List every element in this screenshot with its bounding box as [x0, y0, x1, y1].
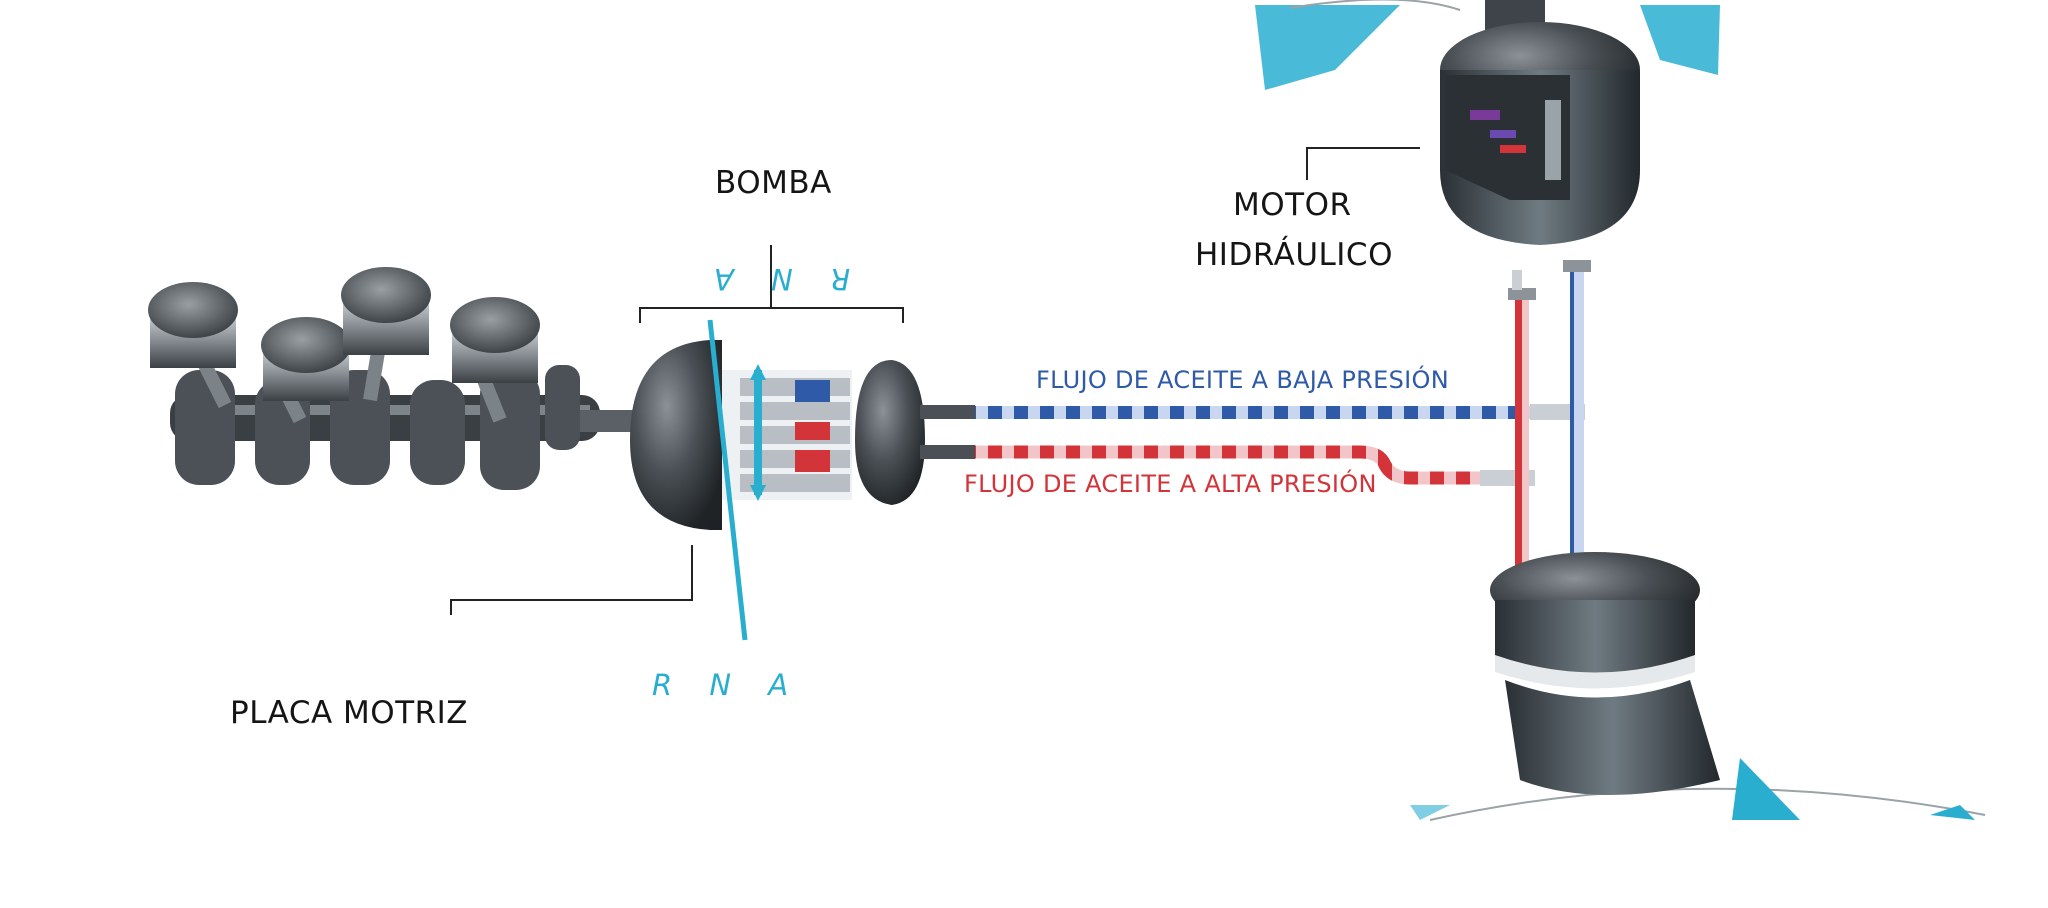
rna-bottom-label: R N A	[652, 668, 803, 702]
swashplate-label: PLACA MOTRIZ	[230, 695, 469, 731]
hydraulic-motor-bottom-icon	[1490, 552, 1720, 795]
high-pressure-label: FLUJO DE ACEITE A ALTA PRESIÓN	[964, 470, 1377, 498]
fan-blade-icon	[1410, 758, 1986, 821]
low-pressure-line	[975, 260, 1591, 570]
pump-icon	[630, 340, 975, 530]
motor-label-line1: MOTOR	[1233, 187, 1352, 223]
motor-label-line2: HIDRÁULICO	[1195, 237, 1393, 273]
rna-top-label: R N A	[700, 262, 851, 296]
swashplate-icon	[707, 319, 766, 641]
engine-crankshaft-icon	[148, 267, 600, 490]
hydraulic-motor-icon	[1255, 0, 1720, 245]
leader-lines	[450, 147, 1420, 615]
high-pressure-line	[975, 270, 1536, 590]
drive-shaft	[580, 410, 640, 432]
low-pressure-label: FLUJO DE ACEITE A BAJA PRESIÓN	[1036, 366, 1449, 394]
pump-label: BOMBA	[715, 165, 832, 201]
